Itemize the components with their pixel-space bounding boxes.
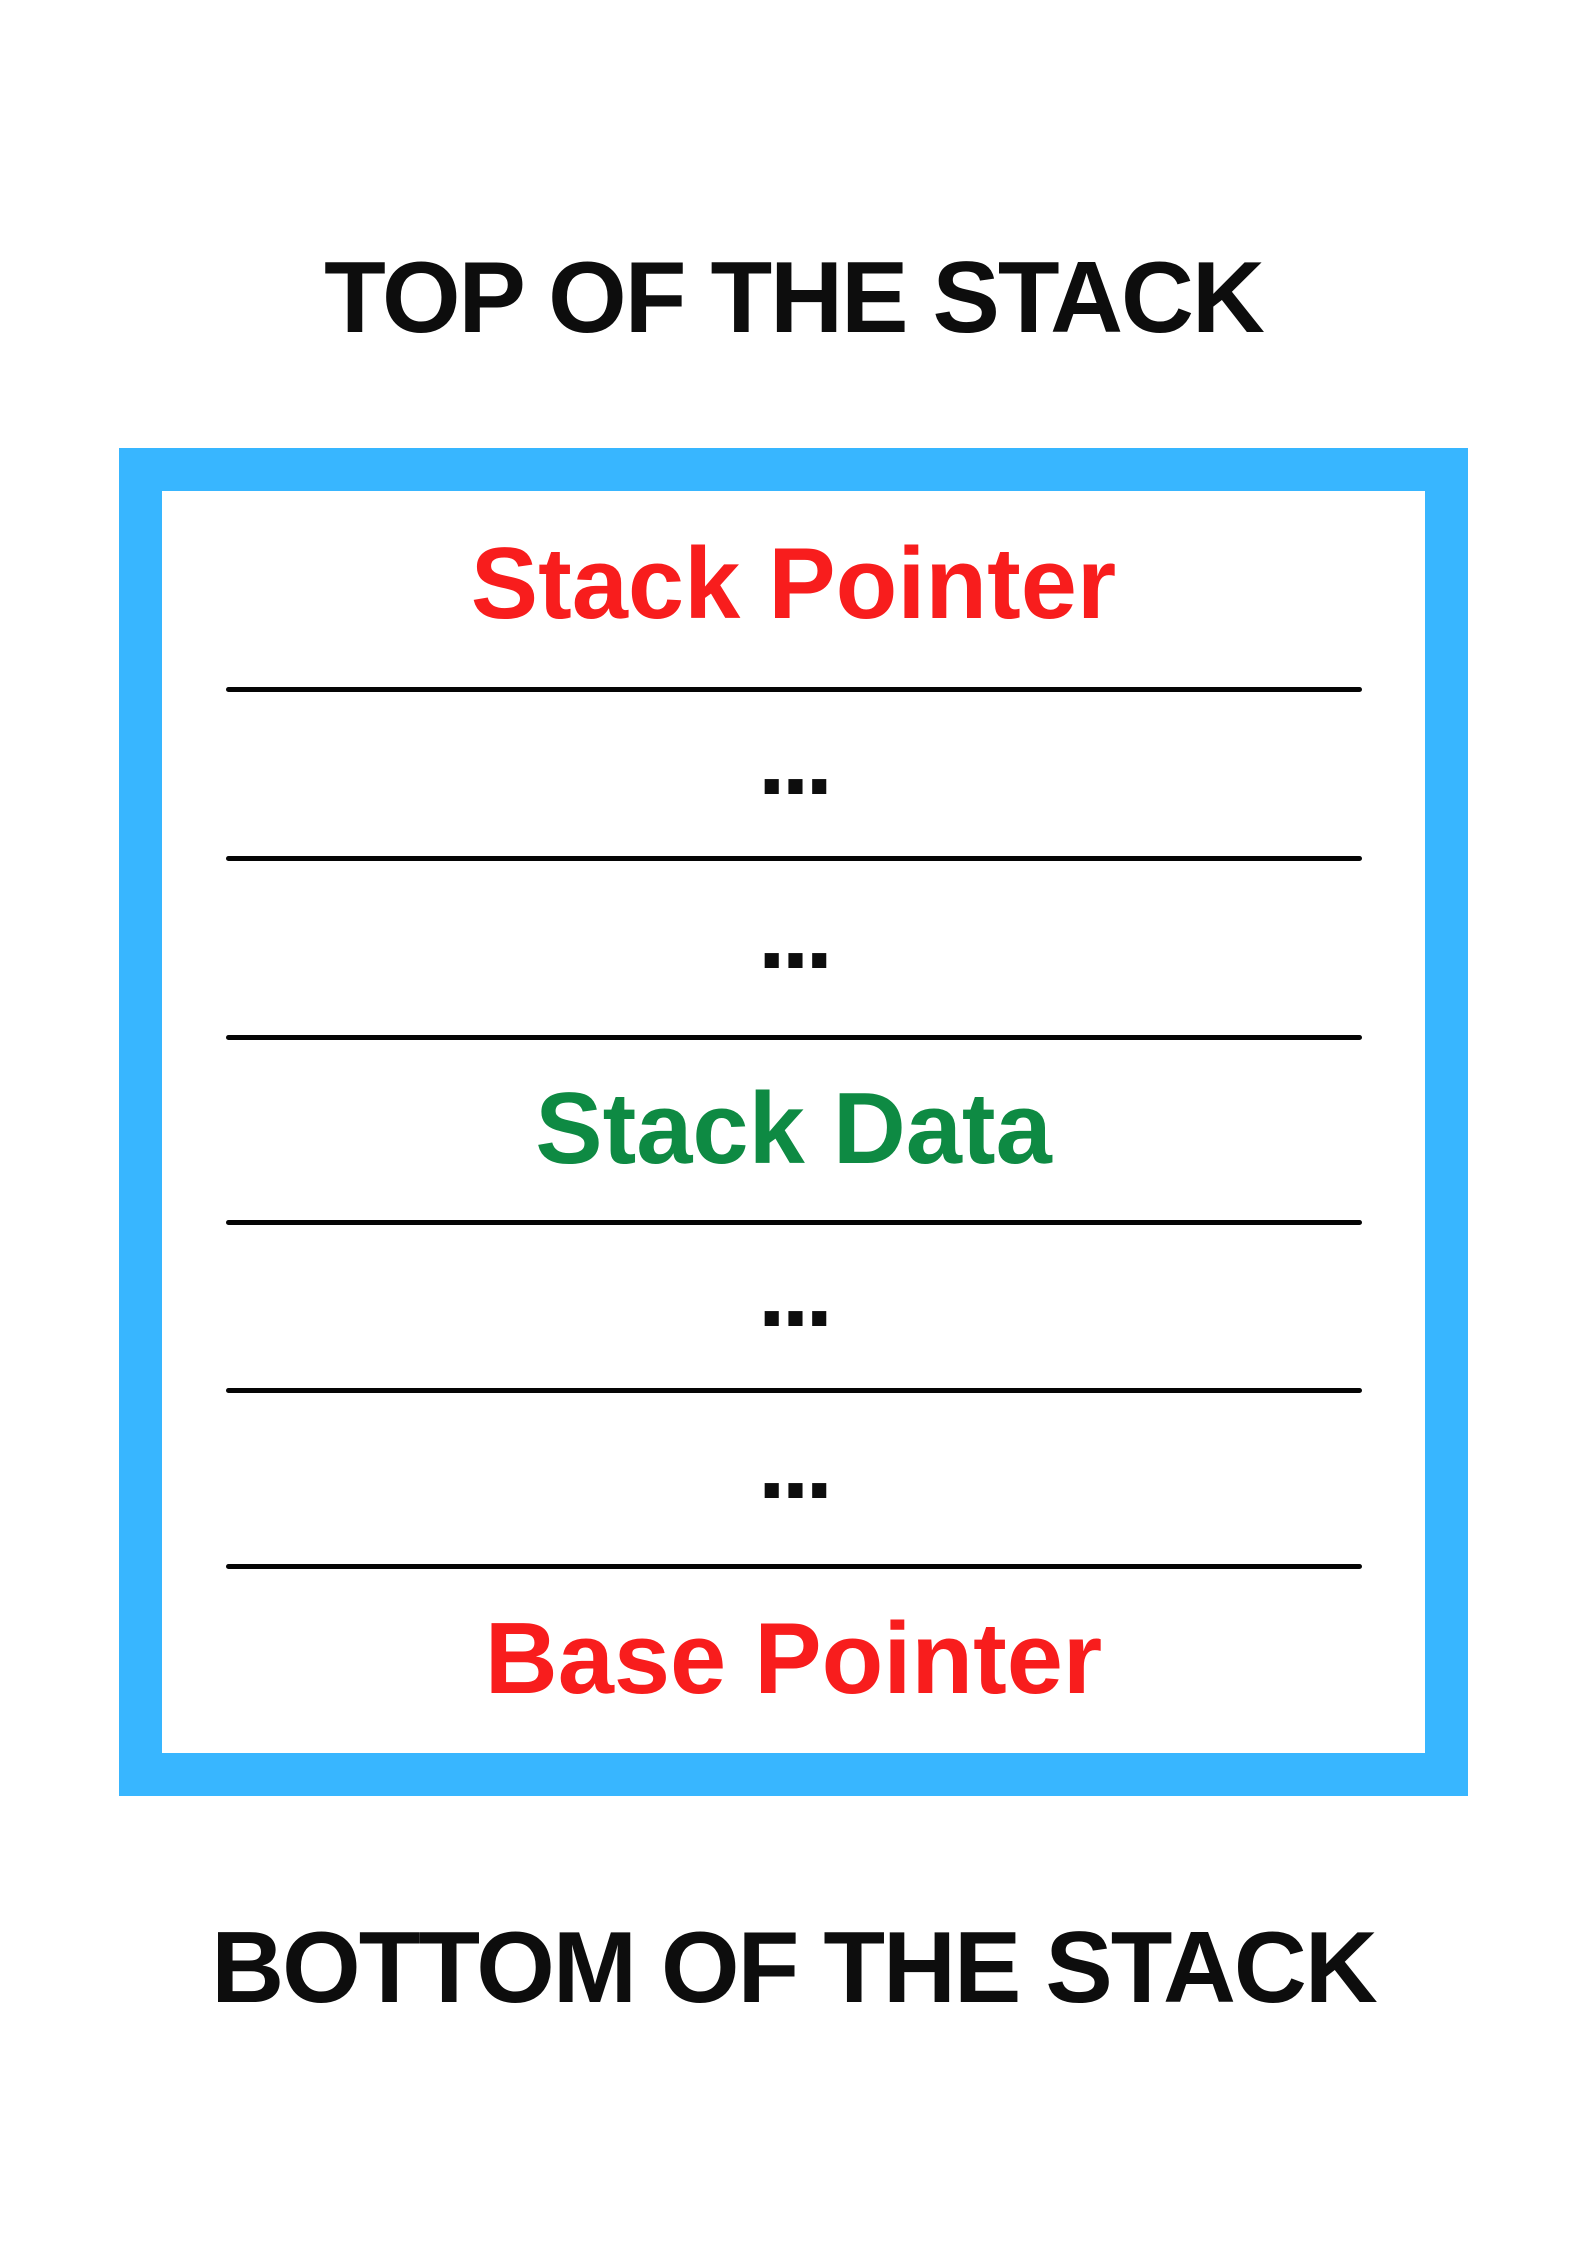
top-of-stack-label: TOP OF THE STACK bbox=[324, 242, 1265, 354]
stack-row-ellipsis: ... bbox=[162, 1222, 1425, 1390]
stack-data-label: Stack Data bbox=[535, 1073, 1052, 1185]
separator-line bbox=[225, 1388, 1362, 1393]
separator-line bbox=[225, 1035, 1362, 1040]
separator-line bbox=[225, 1220, 1362, 1225]
ellipsis-label: ... bbox=[757, 1236, 833, 1348]
ellipsis-label: ... bbox=[757, 877, 833, 990]
stack-row-stack-pointer: Stack Pointer bbox=[162, 491, 1425, 689]
stack-row-ellipsis: ... bbox=[162, 1390, 1425, 1566]
separator-line bbox=[225, 1564, 1362, 1569]
bottom-of-stack-label: BOTTOM OF THE STACK bbox=[211, 1912, 1378, 2024]
base-pointer-label: Base Pointer bbox=[484, 1603, 1103, 1715]
stack-box: Stack Pointer ... ... Stack Data ... ...… bbox=[119, 448, 1468, 1796]
stack-pointer-label: Stack Pointer bbox=[470, 527, 1117, 640]
stack-row-stack-data: Stack Data bbox=[162, 1037, 1425, 1222]
separator-line bbox=[225, 856, 1362, 861]
stack-row-base-pointer: Base Pointer bbox=[162, 1566, 1425, 1753]
ellipsis-label: ... bbox=[757, 1408, 833, 1520]
separator-line bbox=[225, 687, 1362, 692]
stack-box-inner: Stack Pointer ... ... Stack Data ... ...… bbox=[162, 491, 1425, 1753]
stack-row-ellipsis: ... bbox=[162, 858, 1425, 1037]
stack-row-ellipsis: ... bbox=[162, 689, 1425, 858]
ellipsis-label: ... bbox=[757, 703, 833, 816]
